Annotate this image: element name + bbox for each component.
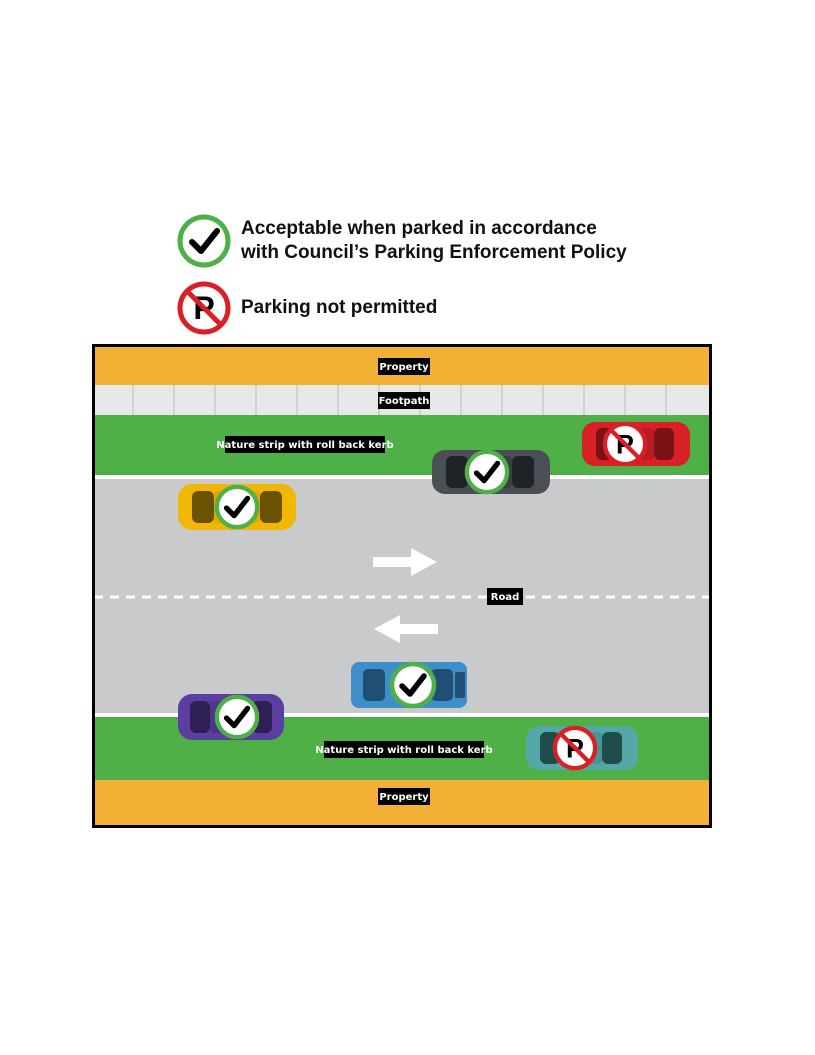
label-nature-strip-bottom-text: Nature strip with roll back kerb — [315, 745, 492, 756]
label-property-top: Property — [378, 358, 430, 375]
kerb-top — [92, 475, 712, 479]
label-nature-strip-top: Nature strip with roll back kerb — [216, 436, 394, 453]
label-nature-strip-bottom: Nature strip with roll back kerb — [315, 741, 493, 758]
legend-not-permitted-text: Parking not permitted — [241, 296, 437, 320]
check-circle-icon-blue — [392, 664, 434, 706]
diagram-border — [92, 344, 712, 828]
no-parking-icon-teal — [555, 728, 595, 768]
footpath-tiles — [132, 385, 667, 415]
label-property-top-text: Property — [379, 362, 429, 373]
legend-not-permitted: P Parking not permitted — [177, 281, 437, 335]
street-diagram: P Property Footpath Natu — [92, 344, 712, 828]
legend-not-permitted-label: Parking not permitted — [241, 297, 438, 318]
legend-acceptable-line2: with Council’s Parking Enforcement Polic… — [241, 242, 627, 263]
no-parking-icon-red — [605, 424, 645, 464]
label-footpath-text: Footpath — [379, 396, 430, 407]
label-road: Road — [487, 588, 523, 605]
label-footpath: Footpath — [378, 392, 430, 409]
arrow-left-icon — [374, 615, 438, 643]
legend-acceptable-text: Acceptable when parked in accordance wit… — [241, 217, 627, 265]
kerb-bottom — [92, 713, 712, 717]
check-circle-icon-purple — [217, 697, 257, 737]
label-property-bottom-text: Property — [379, 792, 429, 803]
legend-acceptable-line1: Acceptable when parked in accordance — [241, 218, 597, 239]
check-circle-icon-dark-grey — [467, 452, 507, 492]
check-circle-icon-yellow — [217, 487, 257, 527]
legend-acceptable: Acceptable when parked in accordance wit… — [177, 214, 627, 268]
check-circle-icon — [177, 214, 231, 268]
label-road-text: Road — [491, 592, 519, 603]
no-parking-icon: P — [177, 281, 231, 335]
arrow-right-icon — [373, 548, 437, 576]
label-nature-strip-top-text: Nature strip with roll back kerb — [216, 440, 393, 451]
label-property-bottom: Property — [378, 788, 430, 805]
